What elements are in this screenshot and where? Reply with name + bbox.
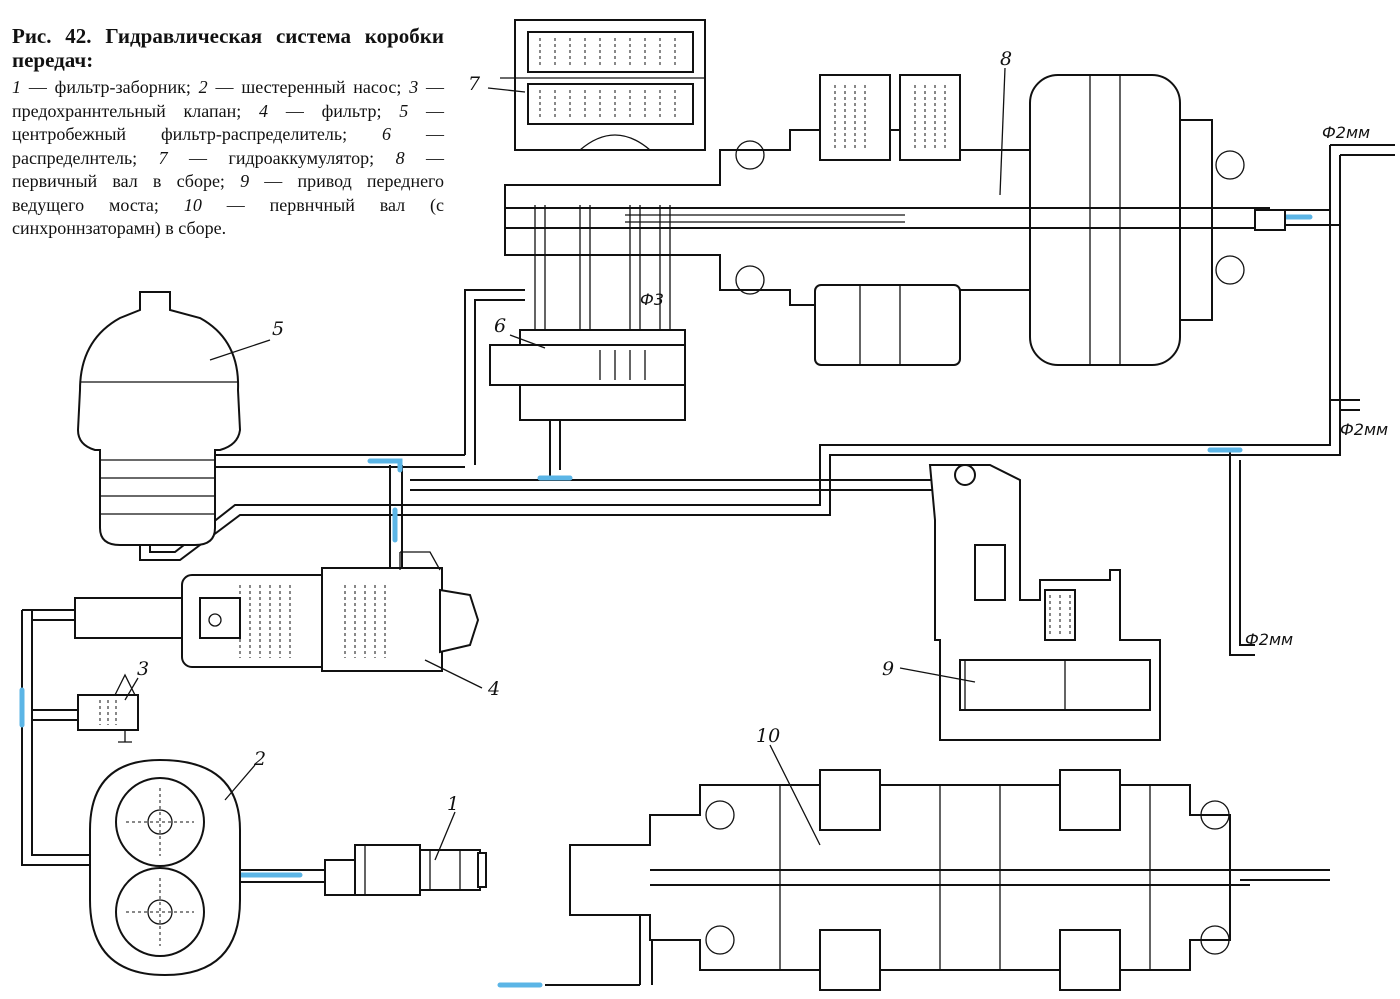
primary-shaft-8 [504,74,1286,366]
dimension-top-right: Ф2мм [1322,123,1370,142]
label-part-9: 9 [882,658,894,680]
label-part-3: 3 [137,658,149,680]
filter-4 [74,551,480,672]
dimension-lower-right: Ф2мм [1245,630,1293,649]
legend-item-5: 5 — центробежный фильтр-распределитель; [12,100,445,145]
front-axle-drive-9 [928,464,1161,741]
distributor-6 [489,205,686,421]
synchro-shaft-10 [569,769,1250,991]
label-part-7: 7 [468,73,481,95]
label-part-5: 5 [272,318,284,340]
part-labels: 7 8 5 6 4 3 2 1 9 10 [137,48,1012,815]
accumulator-7 [500,19,706,151]
legend-item-4: 4 — фильтр; [259,100,382,121]
legend-item-6: 6 — распределнтель; [12,124,445,168]
figure-caption: Рис. 42. Гидравлическая система коробки … [12,24,444,241]
dimension-labels: Ф2мм Ф2мм Ф2мм Ф3 [640,123,1388,649]
dimension-mid-right: Ф2мм [1340,420,1388,439]
label-part-4: 4 [487,678,500,700]
legend-item-7: 7 — гидроаккумулятор; [158,147,375,168]
label-part-1: 1 [447,793,459,815]
gear-pump-2 [89,758,241,977]
legend-item-9: 9 — привод переднего ведущего моста; [12,171,444,215]
leader-lines [124,67,1006,861]
legend-item-10: 10 — первнчный вал (с синхроннзаторамн) … [12,194,445,239]
label-part-8: 8 [1000,48,1012,70]
centrifugal-filter-5 [76,291,242,546]
legend-item-2: 2 — шестеренный насос; [198,77,402,97]
relief-valve-3 [77,673,139,743]
caption-title: Рис. 42. Гидравлическая система коробки … [12,24,444,72]
label-part-2: 2 [253,748,266,770]
label-part-6: 6 [494,315,506,337]
legend-item-8: 8 — первичный вал в сборе; [12,147,445,192]
legend-item-3: 3 — предохраннтельный клапан; [12,77,445,121]
dimension-distributor: Ф3 [640,290,664,309]
label-part-10: 10 [756,725,780,747]
caption-legend: 1 — фильтр-заборник; 2 — шестеренный нас… [12,76,444,241]
legend-item-1: 1 — фильтр-заборник; [12,77,191,97]
strainer-1 [324,844,487,896]
